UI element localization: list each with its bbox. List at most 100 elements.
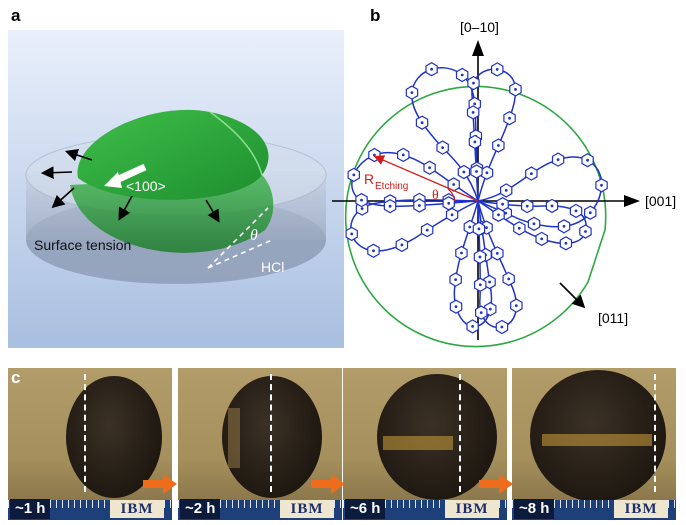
progress-arrow-1 bbox=[143, 474, 177, 494]
hexagon-center-dot bbox=[429, 167, 431, 169]
panel-b-diagram: R Etching θ [0–10] [001] [011] bbox=[332, 19, 676, 347]
hexagon-center-dot bbox=[479, 256, 481, 258]
hexagon-center-dot bbox=[419, 205, 421, 207]
hexagon-center-dot bbox=[498, 145, 500, 147]
hexagon-center-dot bbox=[469, 226, 471, 228]
axis-label-right: [001] bbox=[645, 193, 676, 209]
hexagon-center-dot bbox=[442, 147, 444, 149]
theta-label-a: θ bbox=[250, 227, 258, 244]
hexagon-center-dot bbox=[531, 173, 533, 175]
hexagon-center-dot bbox=[498, 214, 500, 216]
hexagon-center-dot bbox=[489, 281, 491, 283]
etched-region bbox=[542, 434, 652, 446]
hexagon-center-dot bbox=[476, 171, 478, 173]
hexagon-center-dot bbox=[505, 190, 507, 192]
hexagon-center-dot bbox=[374, 154, 376, 156]
ibm-logo: IBM bbox=[280, 500, 334, 518]
hexagon-center-dot bbox=[516, 305, 518, 307]
r-etching-label-main: R bbox=[364, 171, 374, 187]
hexagon-center-dot bbox=[533, 223, 535, 225]
time-label: ~1 h bbox=[10, 499, 50, 519]
time-label: ~8 h bbox=[514, 499, 554, 519]
hexagon-center-dot bbox=[455, 279, 457, 281]
hexagon-center-dot bbox=[473, 82, 475, 84]
hexagon-center-dot bbox=[526, 205, 528, 207]
hexagon-center-dot bbox=[426, 229, 428, 231]
hexagon-center-dot bbox=[411, 92, 413, 94]
photo-frame-4: ~8 h IBM bbox=[512, 368, 676, 520]
hexagon-center-dot bbox=[461, 74, 463, 76]
hexagon-center-dot bbox=[401, 244, 403, 246]
hexagon-center-dot bbox=[575, 210, 577, 212]
photo-frame-2: ~2 h IBM bbox=[178, 368, 342, 520]
axis-label-diag: [011] bbox=[598, 310, 628, 326]
direction-label: <100> bbox=[126, 178, 166, 194]
hcl-label: HCl bbox=[261, 259, 284, 275]
hexagon-center-dot bbox=[515, 89, 517, 91]
hexagon-center-dot bbox=[563, 226, 565, 228]
theta-label-b: θ bbox=[432, 188, 439, 203]
dashed-reference-line bbox=[270, 374, 272, 492]
hexagon-center-dot bbox=[601, 185, 603, 187]
hexagon-center-dot bbox=[505, 212, 507, 214]
hexagon-center-dot bbox=[541, 238, 543, 240]
ibm-logo: IBM bbox=[445, 500, 499, 518]
hexagon-center-dot bbox=[353, 174, 355, 176]
hexagon-center-dot bbox=[472, 326, 474, 328]
progress-arrow-2 bbox=[311, 474, 345, 494]
lobe-top-left bbox=[412, 68, 478, 201]
hexagon-center-dot bbox=[496, 69, 498, 71]
hexagon-center-dot bbox=[502, 203, 504, 205]
hexagon-center-dot bbox=[480, 284, 482, 286]
hexagon-center-dot bbox=[474, 141, 476, 143]
hexagon-center-dot bbox=[551, 205, 553, 207]
figure-top: <100> θ Surface tension HCl R Etch bbox=[0, 0, 686, 368]
hexagon-center-dot bbox=[587, 159, 589, 161]
dashed-reference-line bbox=[459, 374, 461, 492]
hexagon-center-dot bbox=[490, 308, 492, 310]
axis-vertical-arrowhead bbox=[472, 40, 484, 56]
hexagon-center-dot bbox=[453, 184, 455, 186]
panel-c-letter: c bbox=[11, 368, 20, 388]
ibm-logo: IBM bbox=[110, 500, 164, 518]
dashed-reference-line bbox=[84, 374, 86, 492]
etched-region bbox=[383, 436, 453, 450]
hexagon-center-dot bbox=[557, 159, 559, 161]
dashed-reference-line bbox=[654, 374, 656, 492]
panel-a-illustration: <100> θ Surface tension HCl bbox=[8, 30, 344, 348]
hexagon-center-dot bbox=[486, 227, 488, 229]
etched-region bbox=[228, 408, 240, 468]
hexagon-center-dot bbox=[509, 117, 511, 119]
hexagon-center-dot bbox=[508, 278, 510, 280]
ibm-logo: IBM bbox=[614, 500, 668, 518]
hexagon-center-dot bbox=[448, 203, 450, 205]
hexagon-center-dot bbox=[455, 306, 457, 308]
hexagon-center-dot bbox=[461, 252, 463, 254]
force-arrow-2 bbox=[44, 172, 72, 173]
hexagon-center-dot bbox=[463, 171, 465, 173]
photo-frame-3: ~6 h IBM bbox=[343, 368, 507, 520]
time-label: ~2 h bbox=[180, 499, 220, 519]
hexagon-center-dot bbox=[486, 172, 488, 174]
hexagon-center-dot bbox=[373, 250, 375, 252]
progress-arrow-3 bbox=[479, 474, 513, 494]
hexagon-center-dot bbox=[501, 326, 503, 328]
hexagon-center-dot bbox=[451, 214, 453, 216]
hexagon-center-dot bbox=[361, 199, 363, 201]
surface-tension-label: Surface tension bbox=[34, 237, 131, 253]
r-etching-label-sub: Etching bbox=[375, 181, 408, 192]
hexagon-center-dot bbox=[421, 122, 423, 124]
axis-label-top: [0–10] bbox=[460, 19, 499, 35]
hexagon-center-dot bbox=[361, 208, 363, 210]
hexagon-center-dot bbox=[478, 228, 480, 230]
hexagon-center-dot bbox=[402, 154, 404, 156]
time-label: ~6 h bbox=[345, 499, 385, 519]
hexagon-center-dot bbox=[497, 253, 499, 255]
hexagon-center-dot bbox=[474, 103, 476, 105]
hexagon-center-dot bbox=[519, 228, 521, 230]
axis-horizontal-arrowhead bbox=[624, 195, 640, 207]
hexagon-center-dot bbox=[472, 112, 474, 114]
hexagon-center-dot bbox=[351, 233, 353, 235]
hexagon-center-dot bbox=[431, 68, 433, 70]
hexagon-center-dot bbox=[389, 205, 391, 207]
